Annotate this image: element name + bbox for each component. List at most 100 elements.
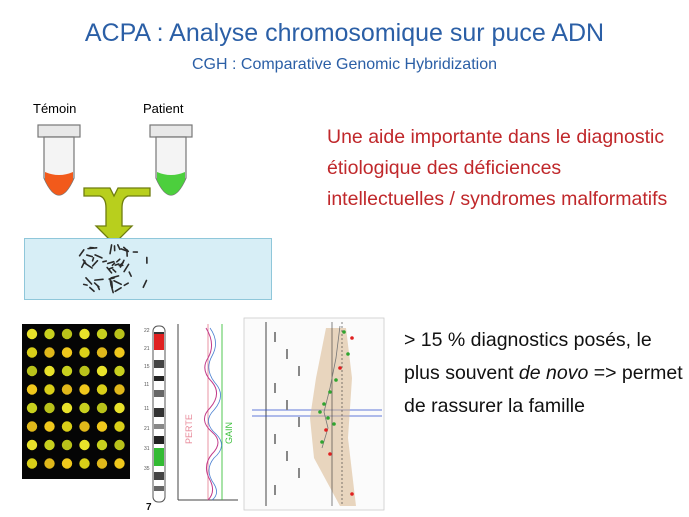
array-spot [44, 458, 55, 469]
slide-subtitle: CGH : Comparative Genomic Hybridization [192, 56, 497, 73]
track-segment [274, 434, 276, 444]
array-spot [79, 439, 90, 451]
result-text-part2: => permet de rassurer la famille [404, 362, 683, 417]
chromosome-shape [82, 259, 87, 265]
zoomed-genomic-plot [243, 317, 385, 511]
chromosome-shape [102, 260, 108, 263]
array-spot [26, 347, 38, 358]
chromosome-shape [110, 283, 114, 294]
array-spot [114, 421, 125, 432]
probe-point [350, 336, 354, 340]
array-spot [44, 402, 55, 414]
array-spot [79, 347, 90, 358]
track-segment [274, 383, 276, 393]
track-segment [286, 349, 288, 359]
array-spot [44, 421, 55, 432]
patient-tube-icon [149, 124, 193, 196]
probe-point [324, 428, 328, 432]
array-spot [61, 384, 73, 395]
chromosome-shape [91, 259, 99, 267]
probe-point [322, 402, 326, 406]
probe-point [320, 440, 324, 444]
chromosome-shape [114, 263, 120, 266]
chromosome-shape [116, 258, 121, 263]
result-text-italic: de novo [518, 362, 589, 384]
probe-point [338, 366, 342, 370]
chromosome-shape [78, 249, 85, 257]
chromosome-shape [91, 257, 95, 262]
probe-point [326, 416, 330, 420]
chromosome-shape [94, 254, 103, 259]
control-tube-icon [37, 124, 81, 196]
chromosome-shape [106, 266, 113, 274]
chromosome-shape [85, 277, 93, 285]
chromosome-shape [123, 282, 129, 287]
merge-arrow-icon [83, 187, 151, 245]
svg-text:11: 11 [144, 382, 149, 388]
probe-point [328, 452, 332, 456]
chromosome-shape [85, 254, 94, 258]
array-spot [96, 458, 108, 469]
chromosome-shape [120, 248, 128, 252]
array-spot [61, 402, 73, 414]
chromosome-shape [97, 285, 101, 291]
array-spot [26, 365, 38, 377]
chromosome-shape [110, 275, 120, 279]
track-segment [298, 468, 300, 478]
array-spot [114, 347, 125, 358]
chromosome-shape [82, 283, 88, 286]
svg-text:15: 15 [144, 364, 150, 370]
array-spot [79, 384, 90, 395]
microarray-image [22, 324, 130, 479]
array-spot [79, 402, 90, 414]
svg-text:35: 35 [144, 466, 150, 472]
track-segment [286, 400, 288, 410]
array-spot [114, 458, 125, 469]
array-spot [114, 384, 125, 395]
array-spot [96, 402, 108, 414]
array-spot [26, 402, 38, 414]
array-spot [26, 458, 38, 469]
chromosome-shape [106, 260, 115, 265]
track-segment [298, 417, 300, 427]
array-spot [26, 328, 38, 340]
probe-point [346, 352, 350, 356]
slide-title: ACPA : Analyse chromosomique sur puce AD… [84, 19, 605, 47]
loss-label: PERTE [184, 414, 194, 444]
track-segment [286, 451, 288, 461]
array-spot [114, 365, 125, 377]
svg-text:21: 21 [144, 426, 150, 432]
array-spot [61, 439, 73, 451]
chromosome-shape [116, 244, 121, 251]
array-spot [79, 421, 90, 432]
array-spot [114, 402, 125, 414]
chromosome-shape [109, 244, 113, 255]
chromosome-spread [78, 244, 148, 294]
array-spot [61, 328, 73, 340]
chromosome-shape [111, 262, 116, 267]
array-spot [61, 365, 73, 377]
array-spot [96, 421, 108, 432]
svg-text:21: 21 [144, 346, 150, 352]
chromosome-shape [142, 279, 148, 289]
chromosome-shape [113, 279, 123, 286]
probe-point [350, 492, 354, 496]
control-tube-label: Témoin [33, 101, 77, 116]
array-spot [61, 421, 73, 432]
array-spot [26, 439, 38, 451]
chromosome-shape [89, 286, 95, 293]
result-text-part1: > 15 % diagnostics posés, le plus souven… [404, 329, 652, 384]
array-spot [44, 365, 55, 377]
track-segment [298, 366, 300, 376]
array-spot [61, 458, 73, 469]
chromosome-shape [108, 266, 114, 270]
chromosome-shape [128, 271, 132, 278]
svg-text:11: 11 [144, 406, 149, 412]
chromosome-shape [112, 268, 117, 273]
array-spot [44, 439, 55, 451]
array-spot [96, 384, 108, 395]
array-spot [96, 347, 108, 358]
array-spot [96, 439, 108, 451]
highlight-text: Une aide importante dans le diagnostic é… [327, 126, 668, 210]
